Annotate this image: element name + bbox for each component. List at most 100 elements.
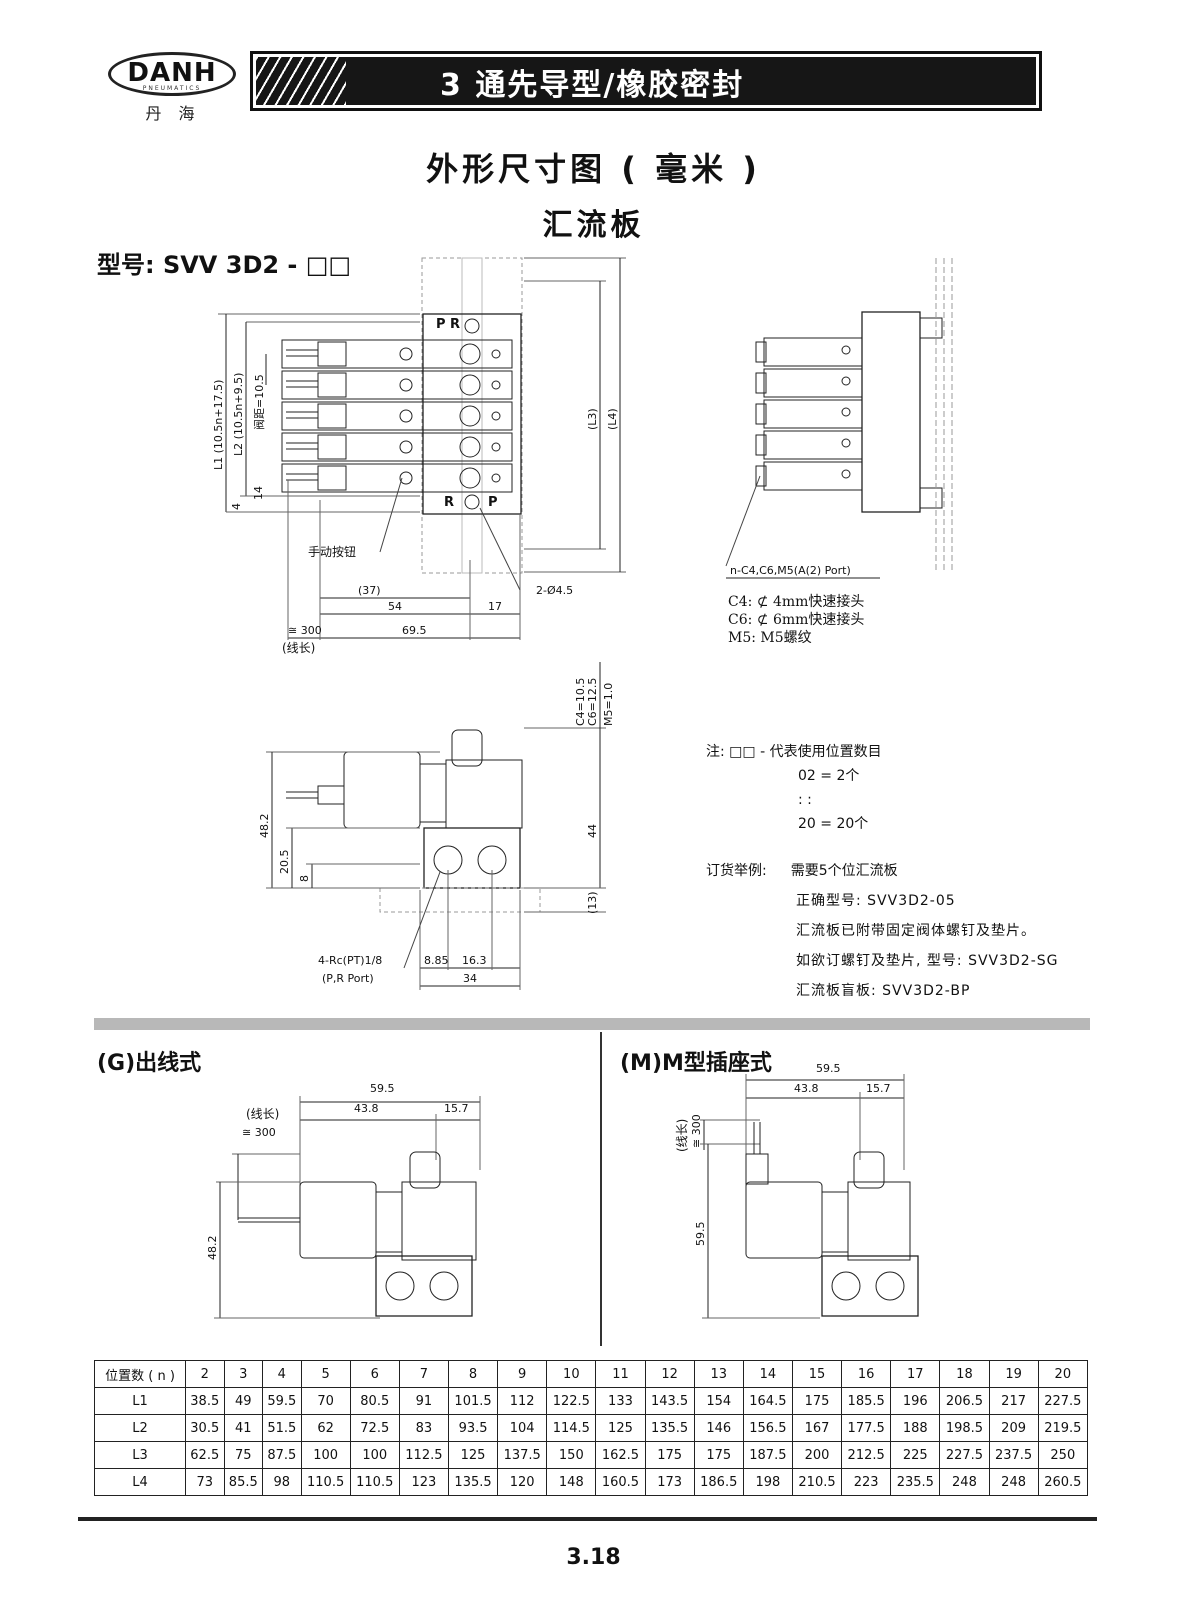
- table-cell: 120: [497, 1468, 548, 1496]
- logo-chinese: 丹 海: [145, 104, 201, 123]
- dim-c6: C6=12.5: [586, 678, 599, 726]
- dim-4: 4: [230, 503, 243, 510]
- dim-l1: L1 (10.5n+17.5): [212, 380, 225, 470]
- table-cell: 175: [791, 1387, 843, 1415]
- dim-14: 14: [252, 486, 265, 500]
- port-label-p: P: [488, 495, 498, 510]
- table-cell: 248: [988, 1468, 1039, 1496]
- table-cell: 10: [546, 1360, 597, 1388]
- table-cell: 51.5: [262, 1414, 302, 1442]
- table-cell: 62.5: [185, 1441, 225, 1469]
- table-cell: 148: [546, 1468, 597, 1496]
- table-cell: 122.5: [546, 1387, 597, 1415]
- dim-20-5: 20.5: [278, 850, 291, 875]
- table-cell: 70: [300, 1387, 351, 1415]
- logo-subtitle: PNEUMATICS: [142, 85, 202, 92]
- table-cell: 260.5: [1037, 1468, 1089, 1496]
- dim-17: 17: [488, 600, 502, 613]
- dim-8-85: 8.85: [424, 954, 449, 967]
- header-title: 3 通先导型/橡胶密封: [440, 68, 745, 103]
- note-line-4: 20 = 20个: [798, 816, 869, 832]
- g-dim-59-5: 59.5: [370, 1082, 395, 1095]
- dim-48-2: 48.2: [258, 814, 271, 839]
- table-cell: 123: [398, 1468, 449, 1496]
- table-cell: 187.5: [742, 1441, 793, 1469]
- dim-69-5: 69.5: [402, 624, 427, 637]
- table-cell: 18: [939, 1360, 990, 1388]
- table-cell: 227.5: [939, 1441, 990, 1469]
- table-cell: 154: [693, 1387, 744, 1415]
- table-row-header: L2: [94, 1414, 186, 1442]
- table-cell: 98: [262, 1468, 302, 1496]
- table-cell: 177.5: [841, 1414, 892, 1442]
- table-cell: 125: [595, 1414, 646, 1442]
- table-cell: 104: [497, 1414, 548, 1442]
- side-port-label: n-C4,C6,M5(A(2) Port): [730, 564, 851, 577]
- table-cell: 15: [791, 1360, 843, 1388]
- table-cell: 30.5: [185, 1414, 225, 1442]
- variant-m-drawing: [700, 1074, 919, 1319]
- table-cell: 173: [644, 1468, 695, 1496]
- table-cell: 186.5: [693, 1468, 744, 1496]
- table-cell: 41: [223, 1414, 264, 1442]
- table-cell: 156.5: [742, 1414, 793, 1442]
- table-cell: 93.5: [447, 1414, 499, 1442]
- m-dim-43-8: 43.8: [794, 1082, 819, 1095]
- table-cell: 72.5: [349, 1414, 400, 1442]
- dim-m5: M5=1.0: [602, 683, 615, 726]
- dim-wire: ≅ 300: [288, 624, 322, 637]
- order-line-4: 如欲订螺钉及垫片, 型号: SVV3D2-SG: [796, 953, 1059, 969]
- dim-54: 54: [388, 600, 402, 613]
- table-cell: 8: [447, 1360, 499, 1388]
- g-dim-48-2: 48.2: [206, 1236, 219, 1261]
- table-cell: 185.5: [841, 1387, 892, 1415]
- bottom-rule: [78, 1517, 1097, 1521]
- note-line-3: : :: [798, 792, 812, 808]
- page-number: 3.18: [566, 1545, 621, 1570]
- table-cell: 87.5: [262, 1441, 302, 1469]
- g-wire-cn: (线长): [246, 1107, 279, 1121]
- valve-stack: [281, 339, 513, 493]
- table-cell: 59.5: [262, 1387, 302, 1415]
- logo-brand: DANH: [127, 58, 217, 88]
- section-divider: [94, 1018, 1090, 1030]
- table-cell: 200: [791, 1441, 843, 1469]
- table-cell: 5: [300, 1360, 351, 1388]
- note-line-1: 注: □□ - 代表使用位置数目: [706, 744, 882, 760]
- table-cell: 91: [398, 1387, 449, 1415]
- table-cell: 73: [185, 1468, 225, 1496]
- table-cell: 237.5: [988, 1441, 1039, 1469]
- table-row-header: L4: [94, 1468, 186, 1496]
- table-cell: 112: [497, 1387, 548, 1415]
- variant-drawings: 59.5 43.8 15.7 (线长) ≅ 300 48.2 59.5 43.8…: [206, 1062, 919, 1319]
- table-cell: 101.5: [447, 1387, 499, 1415]
- dim-pr-port: (P,R Port): [322, 972, 374, 985]
- dim-hole: 2-Ø4.5: [536, 584, 573, 597]
- m-wire-cn: (线长): [675, 1119, 689, 1152]
- page-subtitle: 汇流板: [542, 208, 645, 243]
- table-cell: 6: [349, 1360, 400, 1388]
- table-cell: 167: [791, 1414, 843, 1442]
- table-cell: 133: [595, 1387, 646, 1415]
- m-dim-15-7: 15.7: [866, 1082, 891, 1095]
- table-cell: 196: [890, 1387, 941, 1415]
- header-bar: [256, 57, 1036, 105]
- dim-8: 8: [298, 875, 311, 882]
- table-cell: 198: [742, 1468, 793, 1496]
- table-row-header: L3: [94, 1441, 186, 1469]
- table-cell: 14: [742, 1360, 793, 1388]
- table-cell: 210.5: [791, 1468, 843, 1496]
- table-cell: 12: [644, 1360, 695, 1388]
- table-cell: 217: [988, 1387, 1039, 1415]
- table-cell: 164.5: [742, 1387, 793, 1415]
- manifold-section-drawing: [266, 662, 606, 990]
- table-cell: 125: [447, 1441, 499, 1469]
- notes-block: 注: □□ - 代表使用位置数目 02 = 2个 : : 20 = 20个: [706, 740, 882, 836]
- table-cell: 85.5: [223, 1468, 264, 1496]
- dim-pitch: 阀距=10.5: [252, 374, 266, 430]
- port-legend-m5: M5: M5螺纹: [728, 630, 812, 646]
